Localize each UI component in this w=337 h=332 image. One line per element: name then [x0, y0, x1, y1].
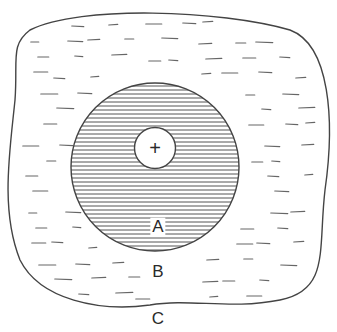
region-texture [23, 21, 315, 299]
hatched-ring: A+ [70, 82, 240, 252]
region-letter: A [150, 218, 165, 237]
inner-circle: + [133, 126, 177, 170]
region-letter: B [150, 263, 165, 282]
region-letter: + [147, 137, 163, 159]
region-letter: C [150, 310, 166, 329]
